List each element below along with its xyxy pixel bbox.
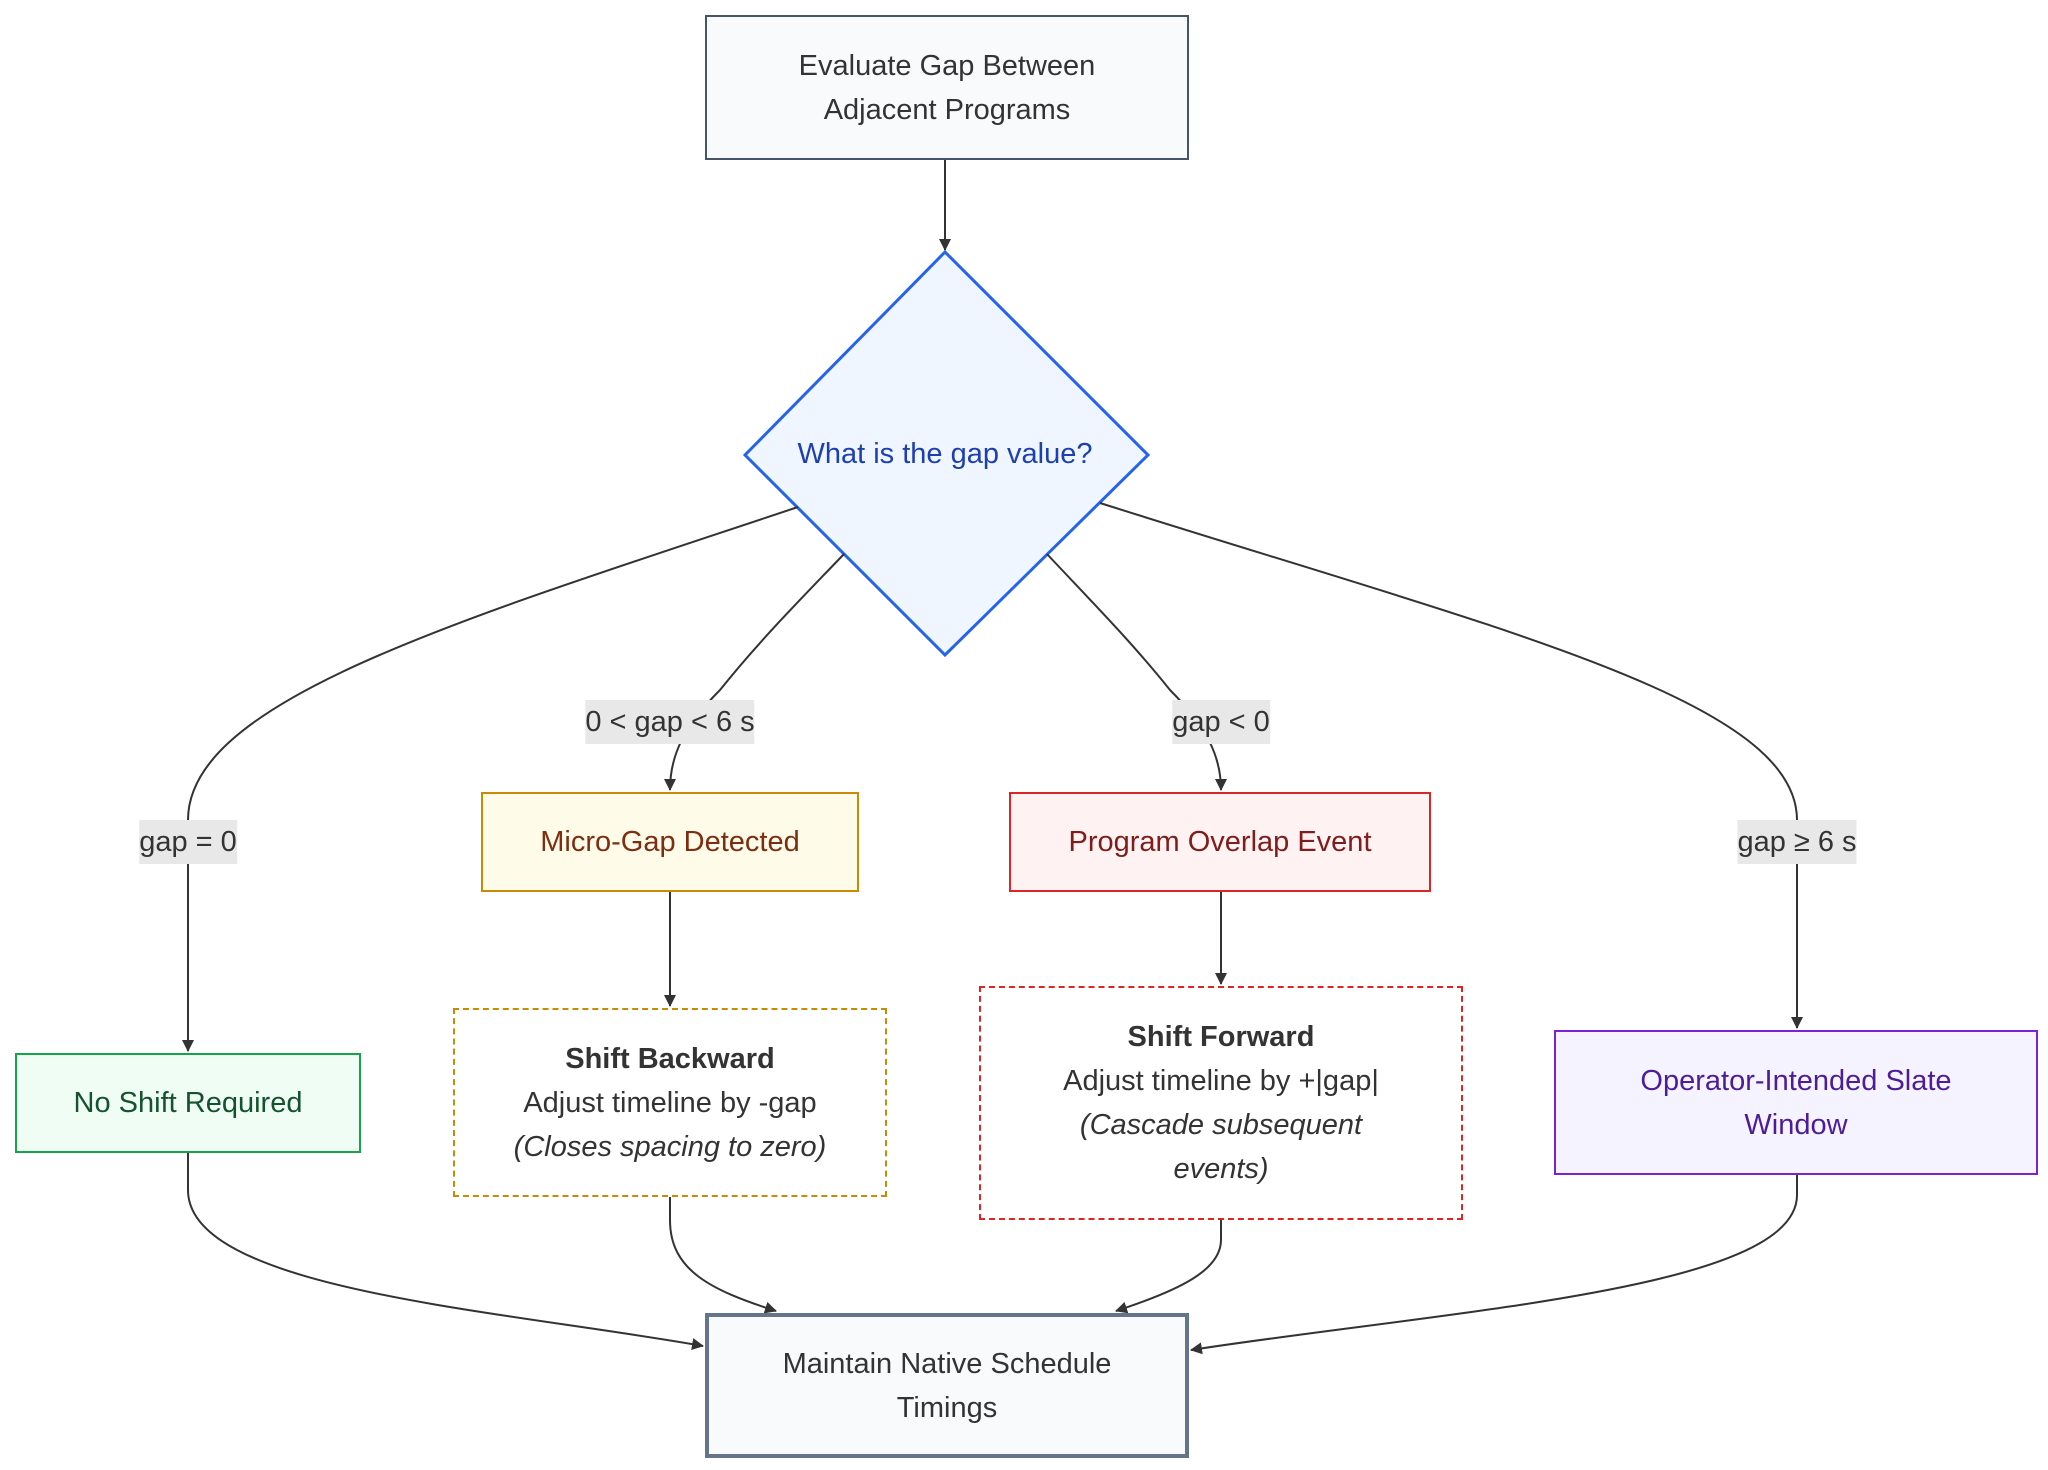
node-operator-slate-window: Operator-Intended Slate Window <box>1554 1030 2038 1175</box>
node-evaluate-gap-line1: Evaluate Gap Between <box>798 49 1096 82</box>
edge-slate-to-end <box>1190 1175 1798 1355</box>
slate-line1: Operator-Intended Slate <box>1640 1064 1952 1097</box>
slate-line2: Window <box>1744 1108 1848 1141</box>
decision-label: What is the gap value? <box>797 438 1093 470</box>
edge-shift-forward-to-end <box>1115 1220 1222 1314</box>
edge-shift-backward-to-end <box>669 1197 777 1314</box>
edge-no-shift-to-end <box>187 1153 704 1350</box>
shift-backward-title: Shift Backward <box>565 1042 775 1075</box>
edge-decision-to-micro-gap <box>664 553 845 791</box>
node-shift-backward: Shift Backward Adjust timeline by -gap (… <box>453 1008 887 1197</box>
shift-forward-note-line1: (Cascade subsequent <box>1079 1109 1363 1141</box>
node-micro-gap-detected: Micro-Gap Detected <box>481 792 859 892</box>
edge-label-micro-gap: 0 < gap < 6 s <box>585 700 755 744</box>
edge-decision-to-slate <box>1099 502 1803 1029</box>
node-no-shift-text: No Shift Required <box>73 1087 303 1119</box>
shift-backward-detail: Adjust timeline by -gap <box>523 1086 817 1119</box>
edge-label-large-gap: gap ≥ 6 s <box>1737 820 1857 864</box>
edge-decision-to-no-shift <box>182 506 799 1052</box>
node-shift-forward: Shift Forward Adjust timeline by +|gap| … <box>979 986 1463 1220</box>
node-program-overlap-event: Program Overlap Event <box>1009 792 1431 892</box>
node-overlap-text: Program Overlap Event <box>1068 826 1372 858</box>
node-no-shift-required: No Shift Required <box>15 1053 361 1153</box>
node-evaluate-gap-line2: Adjacent Programs <box>823 93 1071 126</box>
edge-decision-to-overlap <box>1046 553 1227 791</box>
end-line2: Timings <box>896 1391 998 1424</box>
shift-forward-detail: Adjust timeline by +|gap| <box>1063 1065 1379 1097</box>
node-maintain-native-schedule: Maintain Native Schedule Timings <box>705 1313 1189 1458</box>
shift-forward-title: Shift Forward <box>1127 1021 1315 1053</box>
edge-label-zero-gap: gap = 0 <box>139 820 237 864</box>
end-line1: Maintain Native Schedule <box>782 1347 1112 1380</box>
shift-forward-note-line2: events) <box>1173 1153 1269 1185</box>
node-evaluate-gap: Evaluate Gap Between Adjacent Programs <box>705 15 1189 160</box>
edge-label-overlap: gap < 0 <box>1172 700 1270 744</box>
shift-backward-note: (Closes spacing to zero) <box>513 1130 827 1163</box>
node-micro-gap-text: Micro-Gap Detected <box>540 826 800 858</box>
